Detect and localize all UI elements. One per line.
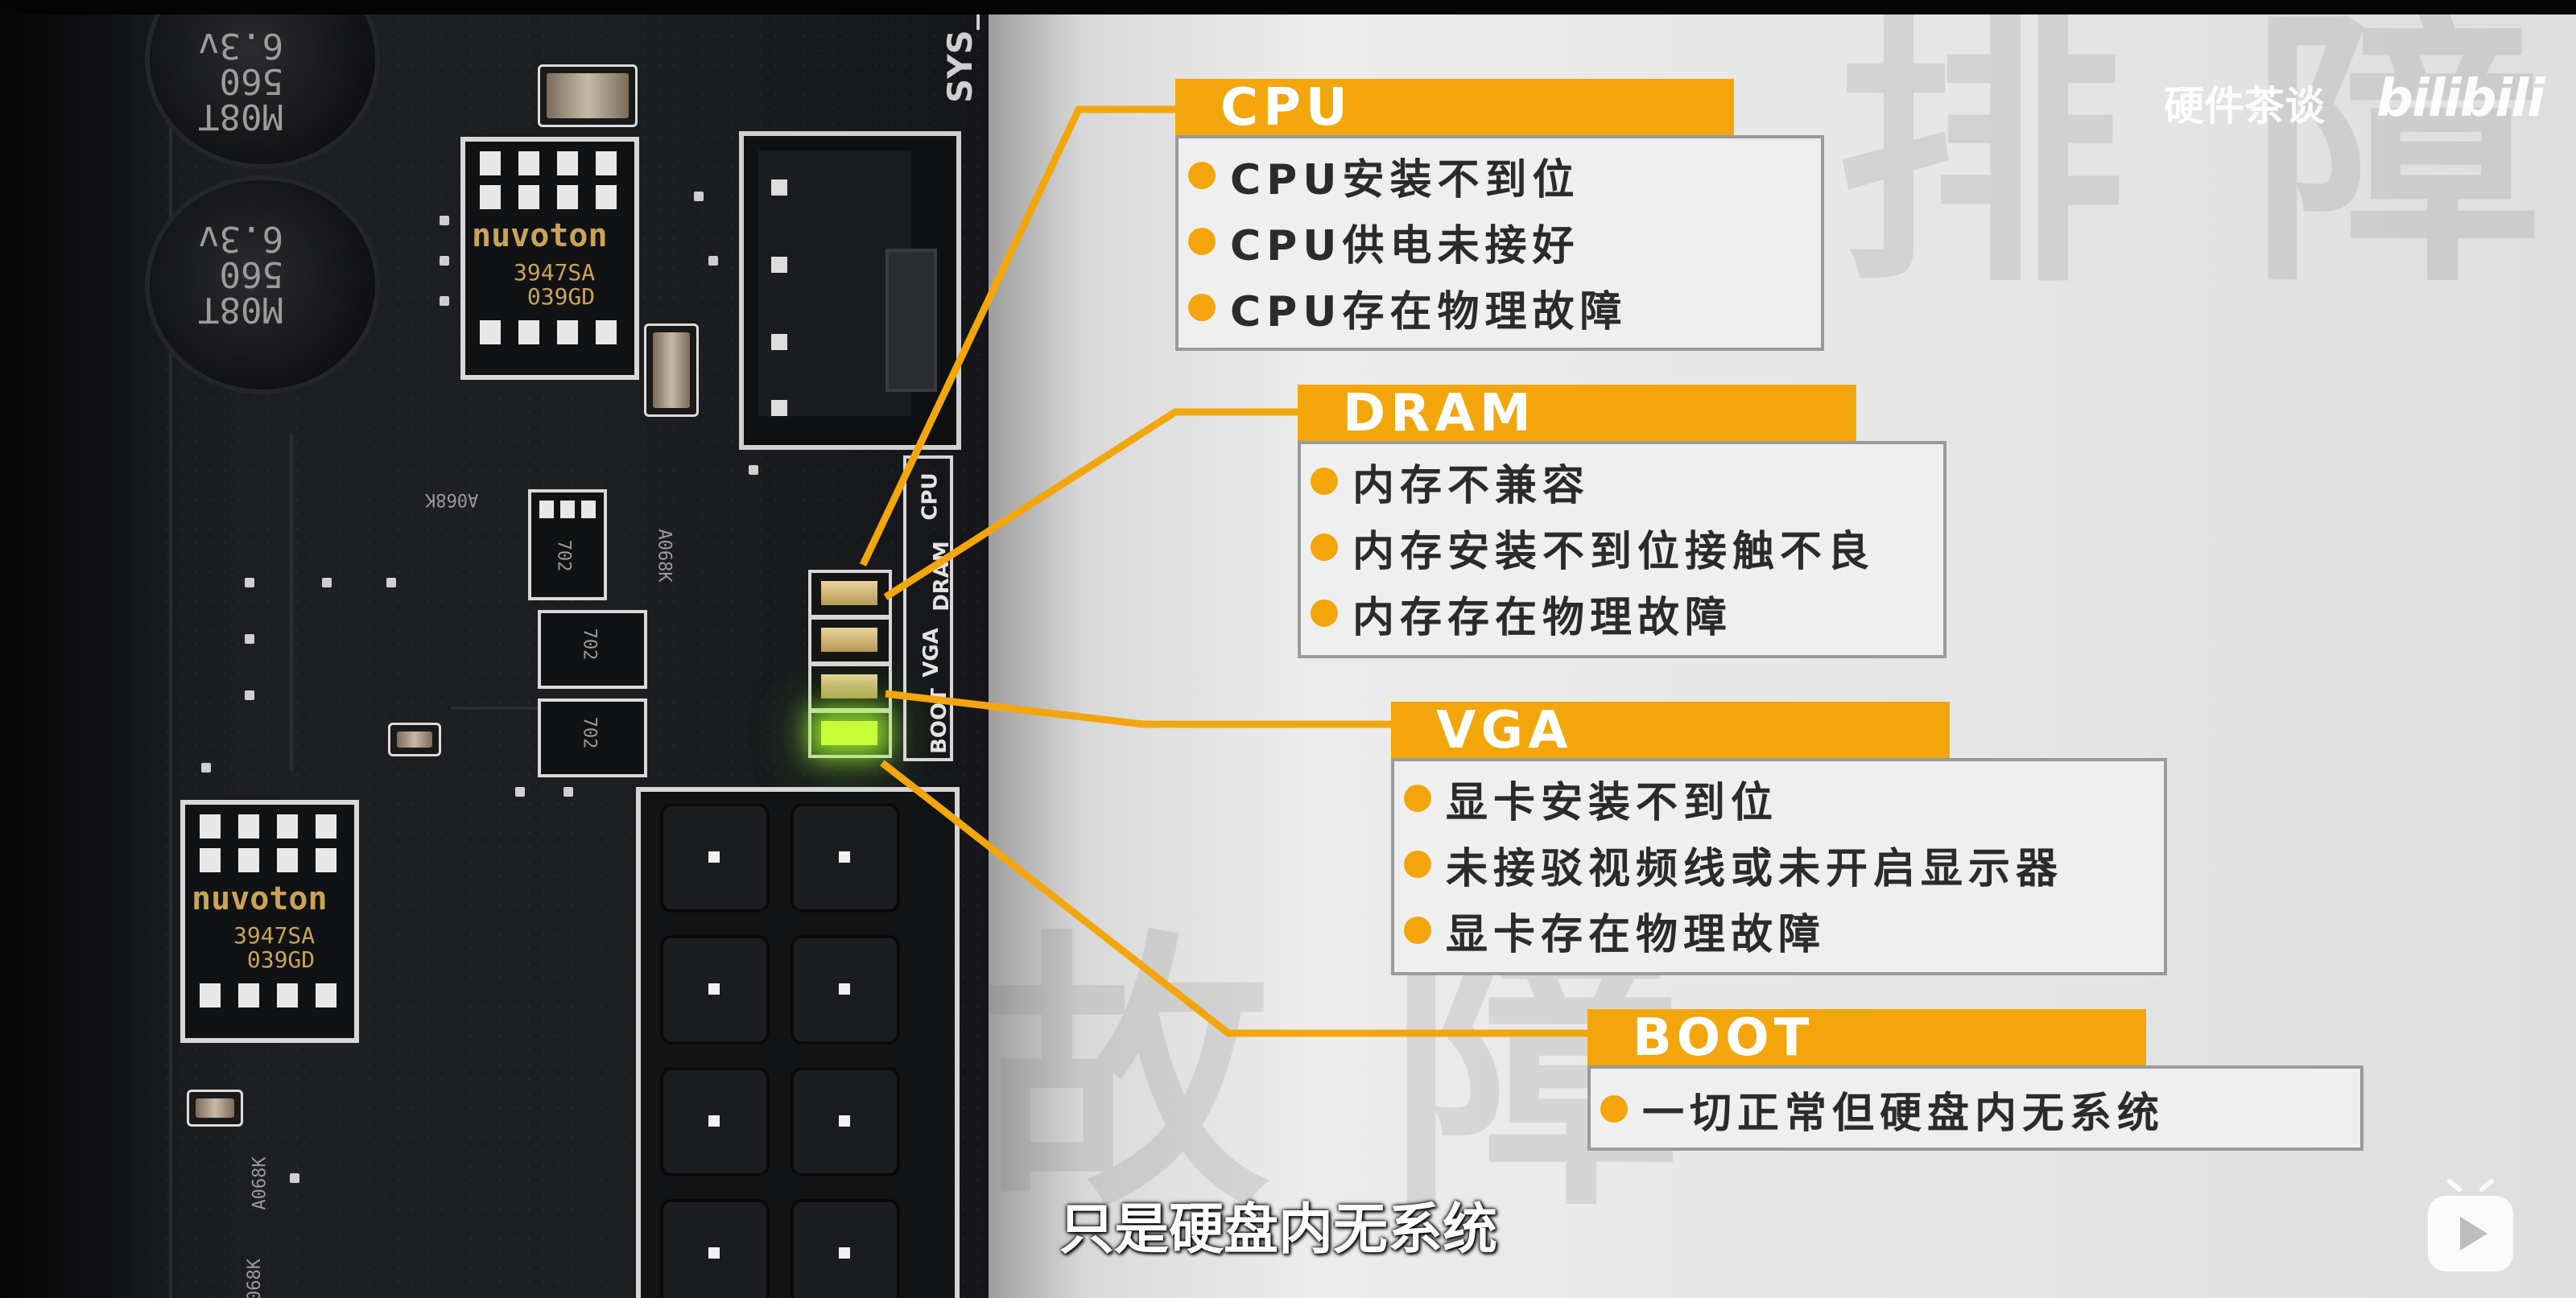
bullet-dot (1311, 600, 1338, 627)
debug-led-labels: CPU DRAM VGA BOOT (903, 455, 954, 761)
chip-brand: nuvoton (472, 217, 608, 254)
led-boot (808, 710, 892, 758)
part-marking: 068K (244, 1259, 265, 1298)
bullet-dot (1188, 162, 1216, 189)
list-item: 一切正常但硬盘内无系统 (1600, 1077, 2165, 1141)
dram-item-text: 内存安装不到位接触不良 (1352, 527, 1876, 576)
debug-label-vga: VGA (919, 628, 943, 678)
led-vga (808, 663, 892, 711)
mosfet: 702 (538, 610, 647, 689)
cpu-item-text: CPU存在物理故障 (1230, 287, 1628, 336)
list-item: 内存安装不到位接触不良 (1311, 515, 1875, 579)
capacitor: M08T 560 6.3v (145, 175, 380, 394)
boot-item-text: 一切正常但硬盘内无系统 (1642, 1089, 2165, 1138)
chip-code: 3947SA 039GD (233, 922, 316, 973)
debug-label-cpu: CPU (918, 472, 943, 521)
smd-component (644, 323, 699, 417)
led-cpu (808, 570, 892, 618)
dram-item-text: 内存存在物理故障 (1352, 593, 1733, 642)
bullet-dot (1188, 294, 1216, 321)
nuvoton-chip: nuvoton 3947SA 039GD (460, 137, 639, 380)
play-button[interactable] (2428, 1196, 2513, 1271)
background-glyph: 障 (2252, 14, 2542, 321)
list-item: 显卡存在物理故障 (1404, 898, 1826, 962)
debug-label-boot: BOOT (927, 688, 952, 754)
part-marking: 702 (553, 539, 574, 572)
video-subtitle: 只是硬盘内无系统 (1059, 1198, 1498, 1262)
capacitor-marking: M08T 560 6.3v (198, 25, 283, 137)
fan-header-connector (739, 131, 961, 450)
smd-component (388, 723, 441, 756)
dram-card: 内存不兼容 内存安装不到位接触不良 内存存在物理故障 (1298, 441, 1946, 658)
bullet-dot (1404, 917, 1431, 944)
list-item: 内存不兼容 (1311, 449, 1590, 513)
board-blur-edge (0, 14, 169, 1298)
vga-card-title: VGA (1391, 702, 1950, 760)
chip-code: 3947SA 039GD (514, 259, 596, 310)
vga-item-text: 未接驳视频线或未开启显示器 (1446, 844, 2064, 893)
nuvoton-chip: nuvoton 3947SA 039GD (180, 800, 359, 1043)
list-item: CPU存在物理故障 (1188, 275, 1628, 340)
motherboard-photo: M08T 560 6.3v M08T 560 6.3v nuvoton 3947… (0, 14, 989, 1298)
cpu-item-text: CPU供电未接好 (1230, 221, 1580, 270)
bullet-dot (1311, 534, 1338, 561)
dram-item-text: 内存不兼容 (1352, 461, 1591, 510)
bullet-dot (1311, 468, 1338, 495)
boot-card: 一切正常但硬盘内无系统 (1587, 1065, 2363, 1151)
top-bar (0, 0, 2576, 14)
capacitor-marking: M08T 560 6.3v (198, 218, 283, 330)
cpu-card-title: CPU (1175, 79, 1734, 137)
bilibili-logo: bilibili (2376, 69, 2545, 129)
debug-label-dram: DRAM (929, 541, 954, 612)
list-item: 显卡安装不到位 (1404, 766, 1778, 830)
sys-fan-silkscreen: SYS_ (940, 14, 980, 103)
smd-component (538, 64, 638, 127)
background-glyph: 排 (1835, 14, 2125, 321)
cpu-card: CPU安装不到位 CPU供电未接好 CPU存在物理故障 (1175, 135, 1824, 351)
list-item: CPU供电未接好 (1188, 209, 1580, 274)
play-icon (2460, 1217, 2487, 1251)
board-trace (290, 433, 293, 771)
bullet-dot (1188, 228, 1216, 255)
vga-card: 显卡安装不到位 未接驳视频线或未开启显示器 显卡存在物理故障 (1391, 758, 2167, 975)
list-item: 未接驳视频线或未开启显示器 (1404, 832, 2063, 896)
part-marking: A068K (654, 529, 675, 583)
part-marking: A068K (250, 1156, 270, 1210)
dram-card-title: DRAM (1298, 385, 1856, 443)
board-trace (169, 14, 172, 1298)
atx-power-connector (636, 787, 960, 1298)
board-trace (451, 707, 612, 710)
led-dram (808, 616, 892, 665)
background-glyph: 故 (989, 908, 1270, 1245)
bullet-dot (1404, 785, 1431, 812)
vga-item-text: 显卡安装不到位 (1446, 778, 1779, 827)
boot-card-title: BOOT (1587, 1009, 2146, 1067)
smd-component (187, 1090, 243, 1127)
mosfet: 702 (538, 698, 647, 777)
list-item: CPU安装不到位 (1188, 143, 1580, 208)
cpu-item-text: CPU安装不到位 (1230, 155, 1580, 204)
part-marking: 702 (579, 628, 600, 661)
channel-watermark: 硬件茶谈 (2164, 83, 2325, 130)
mosfet: 702 (528, 489, 607, 600)
list-item: 内存存在物理故障 (1311, 581, 1732, 645)
vga-item-text: 显卡存在物理故障 (1446, 910, 1827, 959)
bullet-dot (1404, 851, 1431, 878)
bullet-dot (1600, 1095, 1628, 1123)
chip-brand: nuvoton (192, 880, 328, 917)
part-marking: A068K (425, 489, 479, 509)
part-marking: 702 (579, 716, 600, 749)
